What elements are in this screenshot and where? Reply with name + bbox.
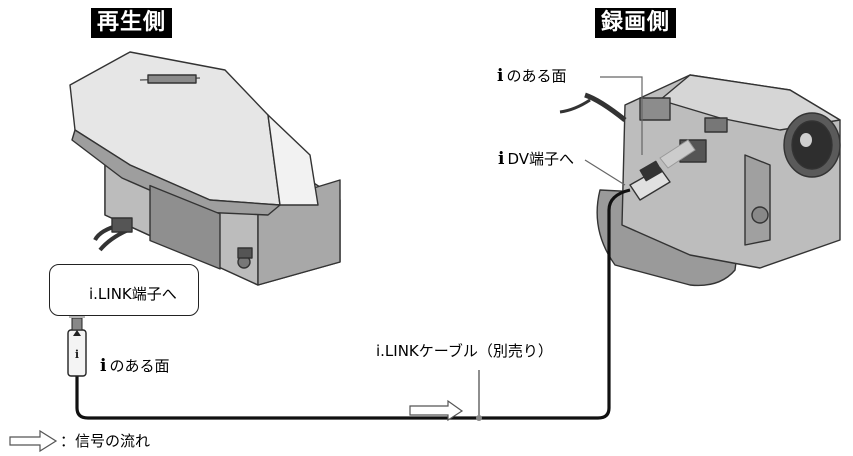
ilink-logo-icon: i (497, 66, 504, 86)
ilink-logo-icon: i (100, 356, 107, 376)
legend-arrow-icon (9, 429, 58, 453)
mark-face-callout-line (600, 76, 643, 155)
signal-flow-arrow (409, 399, 464, 422)
ilink-terminal-label: i.LINK端子へ (89, 285, 177, 303)
ilink-cable (75, 188, 631, 420)
svg-text:i: i (75, 348, 79, 361)
cable-callout-dot (476, 415, 482, 421)
cable-label: i.LINKケーブル（別売り） (376, 342, 553, 360)
dv-callout-line (584, 159, 626, 186)
ilink-logo-icon: i (498, 149, 505, 169)
dv-insert-arrow (659, 139, 696, 169)
cable-plug-left: i (67, 317, 87, 377)
playback-side-heading: 再生側 (91, 8, 173, 38)
playback-device-illustration (69, 51, 341, 286)
recording-side-heading: 録画側 (595, 8, 677, 38)
signal-legend-label: ：信号の流れ (60, 432, 151, 450)
camcorder-illustration (559, 74, 841, 287)
ilink-terminal-callout (49, 264, 199, 316)
